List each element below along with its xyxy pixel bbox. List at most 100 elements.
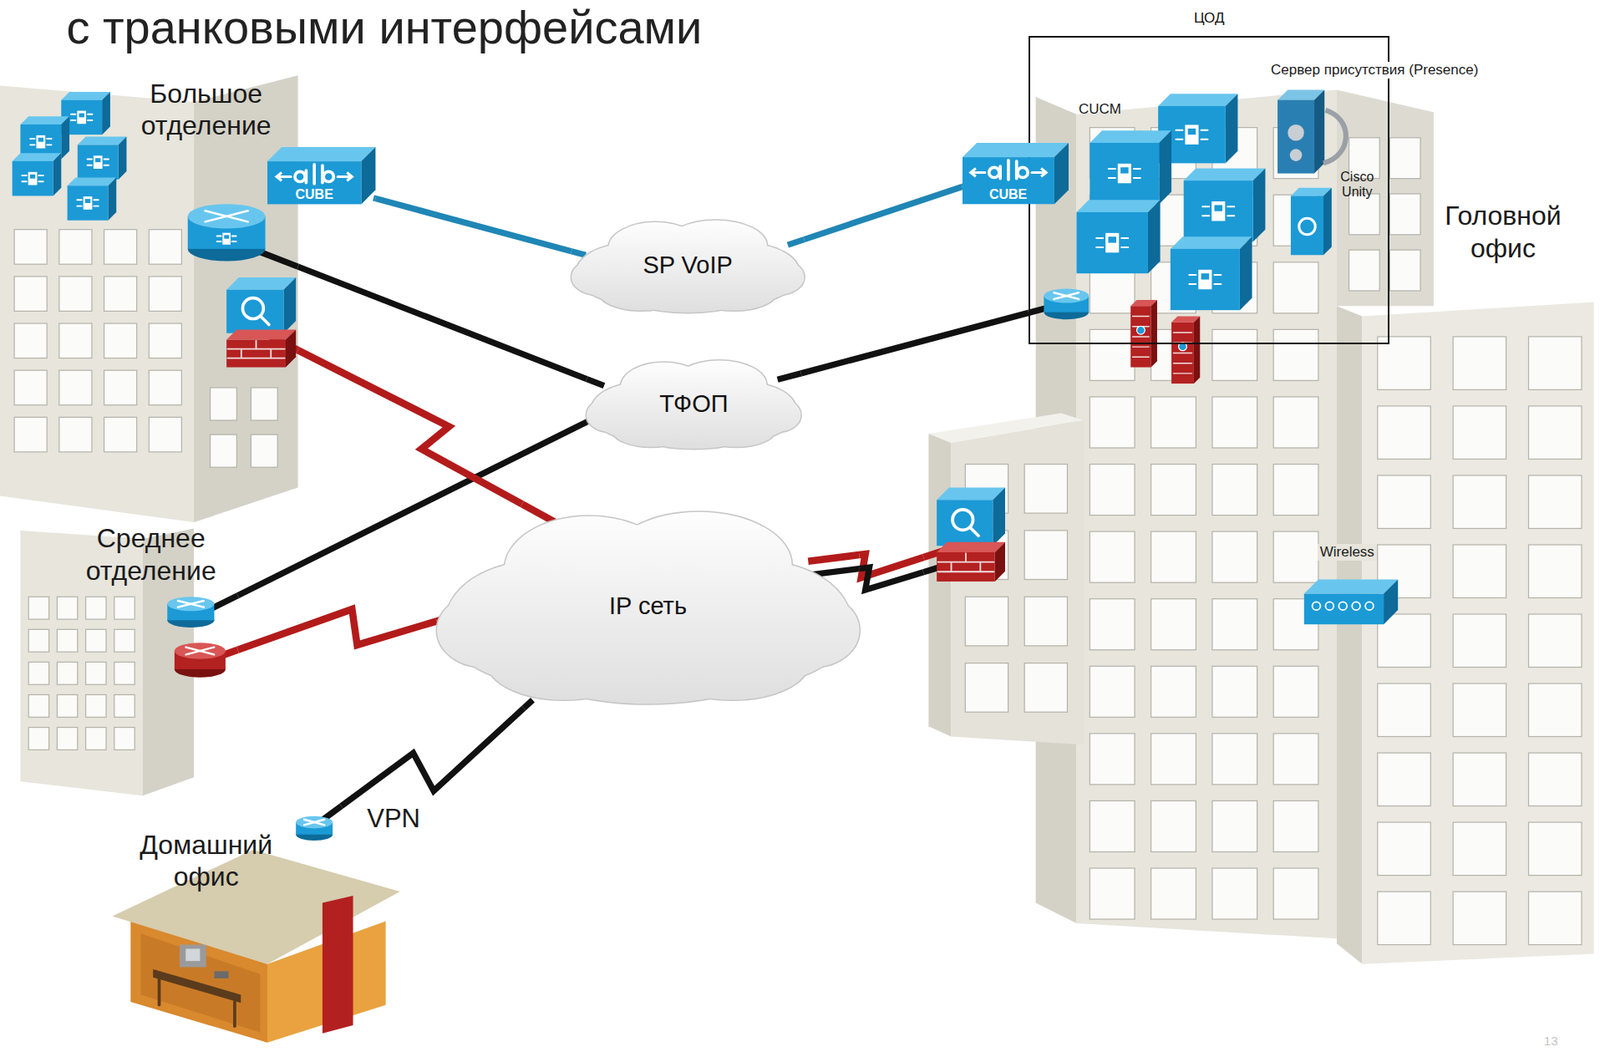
window	[1089, 733, 1135, 785]
icon-glyph	[21, 180, 26, 183]
icon-glyph	[1227, 205, 1235, 208]
icon-glyph	[217, 240, 222, 243]
window	[148, 276, 182, 312]
brick-line	[1132, 356, 1150, 358]
window	[1212, 733, 1258, 785]
window	[86, 727, 107, 751]
icon-face	[67, 177, 117, 186]
voice-router-icon	[167, 596, 214, 628]
icon-face	[1151, 299, 1158, 368]
icon-glyph	[1108, 167, 1116, 170]
icon-face	[1076, 199, 1160, 213]
icon-face	[1054, 142, 1069, 204]
building-node: Домашний офис	[114, 806, 401, 1046]
desk-leg	[157, 977, 162, 1006]
icon-face	[60, 116, 70, 159]
icon-face	[284, 277, 297, 334]
icon-face	[962, 142, 1069, 158]
icon-face	[167, 596, 214, 611]
icon-glyph	[38, 174, 43, 177]
network-link	[340, 708, 524, 807]
window	[250, 434, 278, 468]
window	[1389, 193, 1421, 235]
window	[1452, 544, 1507, 598]
building-front	[1361, 301, 1594, 964]
window	[1452, 336, 1507, 390]
window	[1273, 531, 1319, 583]
window	[104, 370, 138, 406]
window	[59, 276, 92, 312]
icon-glyph	[104, 157, 109, 160]
window	[1089, 868, 1135, 920]
icon-face	[53, 152, 62, 196]
icon-glyph	[46, 137, 51, 140]
window	[114, 694, 135, 717]
computer-screen	[185, 948, 200, 961]
window	[210, 387, 238, 421]
firewall-bricks	[936, 542, 1006, 582]
icon-glyph	[970, 167, 976, 177]
window	[1212, 531, 1258, 583]
icon-glyph	[970, 527, 979, 536]
cloud-fill	[698, 413, 776, 447]
window	[14, 229, 47, 265]
icon-glyph	[222, 233, 231, 245]
cloud-outline	[656, 626, 809, 701]
window	[104, 276, 138, 312]
window	[1212, 599, 1258, 651]
window	[1452, 822, 1507, 875]
icon-face	[295, 816, 333, 829]
window	[1377, 891, 1432, 945]
window	[114, 629, 135, 652]
brick-line	[1173, 372, 1192, 374]
window	[1089, 396, 1135, 448]
icon-face	[174, 642, 226, 660]
wire-stub	[777, 373, 802, 380]
icon-glyph	[93, 198, 98, 201]
brick-line	[1132, 315, 1150, 317]
icon-glyph	[1121, 246, 1128, 249]
wire-stub	[812, 568, 859, 575]
desk-leg	[233, 1001, 237, 1027]
desk	[152, 969, 241, 1003]
icon-glyph	[988, 167, 999, 178]
icon-face	[1158, 130, 1172, 204]
call-manager-icon	[77, 137, 127, 180]
firewall-bricks	[226, 329, 296, 367]
house-door	[322, 895, 354, 1034]
icon-face	[77, 144, 119, 180]
icon-glyph	[1365, 601, 1374, 610]
icon-face	[1170, 236, 1253, 249]
window	[1024, 464, 1067, 514]
icon-glyph	[87, 113, 92, 116]
window	[1151, 733, 1197, 785]
window	[104, 229, 138, 265]
slide-title: с транковыми интерфейсами	[66, 1, 702, 54]
icon-face	[101, 91, 111, 135]
icon-glyph	[304, 819, 325, 826]
cube-gateway: CUBE	[962, 142, 1069, 204]
icon-glyph	[1202, 205, 1209, 208]
icon-face	[226, 329, 296, 340]
network-link	[238, 609, 437, 651]
building-label: Большое отделение	[124, 77, 288, 143]
icon-glyph	[1006, 160, 1011, 180]
window	[1452, 406, 1507, 459]
building-side	[928, 433, 951, 737]
icon-face	[267, 147, 376, 162]
icon-glyph	[1121, 237, 1128, 239]
icon-face	[187, 203, 266, 229]
window	[28, 661, 49, 685]
brick-line	[1132, 335, 1150, 337]
building-front	[950, 420, 1084, 745]
icon-glyph	[223, 234, 229, 239]
window	[1528, 475, 1583, 529]
network-link	[298, 266, 588, 379]
window	[1452, 614, 1507, 667]
call-manager-icon	[67, 177, 117, 220]
icon-face	[107, 177, 117, 220]
icon-glyph	[1041, 167, 1047, 177]
icon-glyph	[1213, 274, 1221, 276]
icon-glyph	[83, 196, 93, 210]
